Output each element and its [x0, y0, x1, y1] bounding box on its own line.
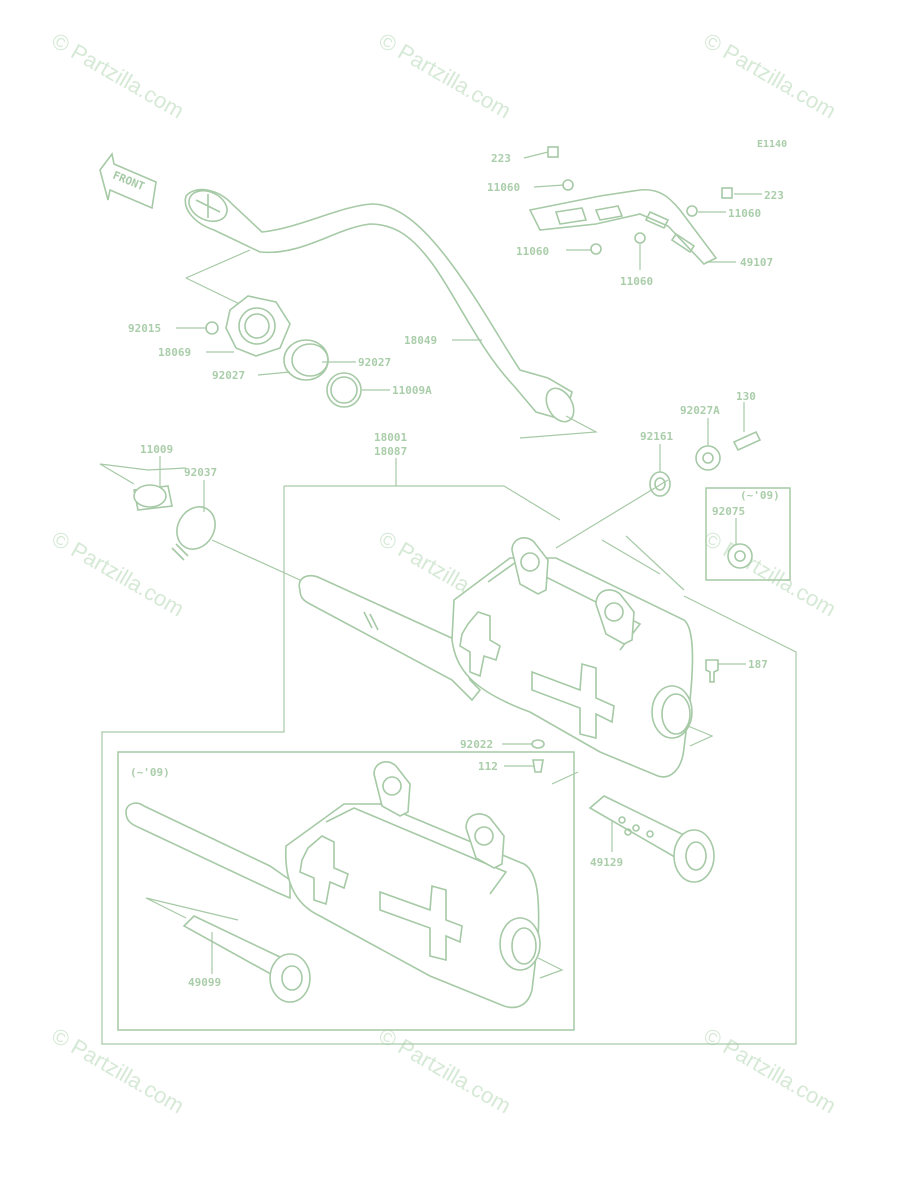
- watermark: © Partzilla.com: [700, 526, 841, 622]
- part-label-92027A: 92027A: [680, 404, 720, 417]
- watermark: © Partzilla.com: [48, 28, 189, 124]
- bolt-223: [547, 146, 559, 158]
- part-label-92161: 92161: [640, 430, 673, 443]
- watermark: © Partzilla.com: [375, 1023, 516, 1119]
- variant-note: (~'09): [130, 766, 170, 779]
- part-label-18001: 18001: [374, 431, 407, 444]
- collar-92027A: [695, 445, 721, 471]
- part-label-112: 112: [478, 760, 498, 773]
- part-label-223: 223: [764, 189, 784, 202]
- part-label-92015: 92015: [128, 322, 161, 335]
- washer-11060: [590, 243, 602, 255]
- part-label-92022: 92022: [460, 738, 493, 751]
- grommet-92161: [649, 471, 671, 497]
- part-label-49107: 49107: [740, 256, 773, 269]
- gasket-11009: [133, 484, 173, 511]
- clamp-92037: [171, 506, 216, 561]
- watermark: © Partzilla.com: [48, 1023, 189, 1119]
- front-arrow-icon: FRONT: [99, 152, 157, 210]
- variant-box-92075: [705, 487, 791, 581]
- nut-92015: [205, 321, 219, 335]
- part-label-49099: 49099: [188, 976, 221, 989]
- part-label-18069: 18069: [158, 346, 191, 359]
- variant-note: (~'09): [740, 489, 780, 502]
- part-label-223: 223: [491, 152, 511, 165]
- part-label-11009: 11009: [140, 443, 173, 456]
- part-label-11060: 11060: [620, 275, 653, 288]
- gasket-11009A: [326, 372, 362, 408]
- bolt-112: [532, 759, 544, 773]
- seal-92027: [283, 339, 329, 381]
- bolt-223: [721, 187, 733, 199]
- watermark: © Partzilla.com: [375, 28, 516, 124]
- variant-box-09: [117, 751, 575, 1031]
- part-labels: 223 11060 11060 11060 223 11060 49107 92…: [128, 152, 784, 989]
- nut-92075: [727, 543, 753, 569]
- muffler-main: [211, 479, 714, 778]
- part-label-130: 130: [736, 390, 756, 403]
- part-label-11009A: 11009A: [392, 384, 432, 397]
- watermark: © Partzilla.com: [48, 526, 189, 622]
- spark-arrester-49099: [145, 897, 311, 1003]
- diagram-code: E1140: [757, 139, 787, 150]
- spark-arrester-49129: [551, 771, 715, 883]
- part-label-92075: 92075: [712, 505, 745, 518]
- heat-guard-49107: [528, 188, 718, 265]
- leader-lines: [159, 151, 762, 974]
- part-label-92027: 92027: [212, 369, 245, 382]
- part-label-92027: 92027: [358, 356, 391, 369]
- screw-187: [705, 659, 719, 683]
- watermark: © Partzilla.com: [700, 28, 841, 124]
- part-label-18049: 18049: [404, 334, 437, 347]
- watermark: © Partzilla.com: [700, 1023, 841, 1119]
- washer-92022: [531, 739, 545, 749]
- part-label-11060: 11060: [516, 245, 549, 258]
- part-label-11060: 11060: [487, 181, 520, 194]
- part-label-49129: 49129: [590, 856, 623, 869]
- part-label-92037: 92037: [184, 466, 217, 479]
- muffler-09: [125, 761, 564, 1009]
- washer-11060: [562, 179, 574, 191]
- gasket-18069: [225, 295, 291, 357]
- part-label-187: 187: [748, 658, 768, 671]
- part-label-11060: 11060: [728, 207, 761, 220]
- bolt-130: [732, 430, 762, 452]
- header-pipe: [184, 188, 599, 439]
- part-label-18087: 18087: [374, 445, 407, 458]
- washer-11060: [634, 232, 646, 244]
- washer-11060: [686, 205, 698, 217]
